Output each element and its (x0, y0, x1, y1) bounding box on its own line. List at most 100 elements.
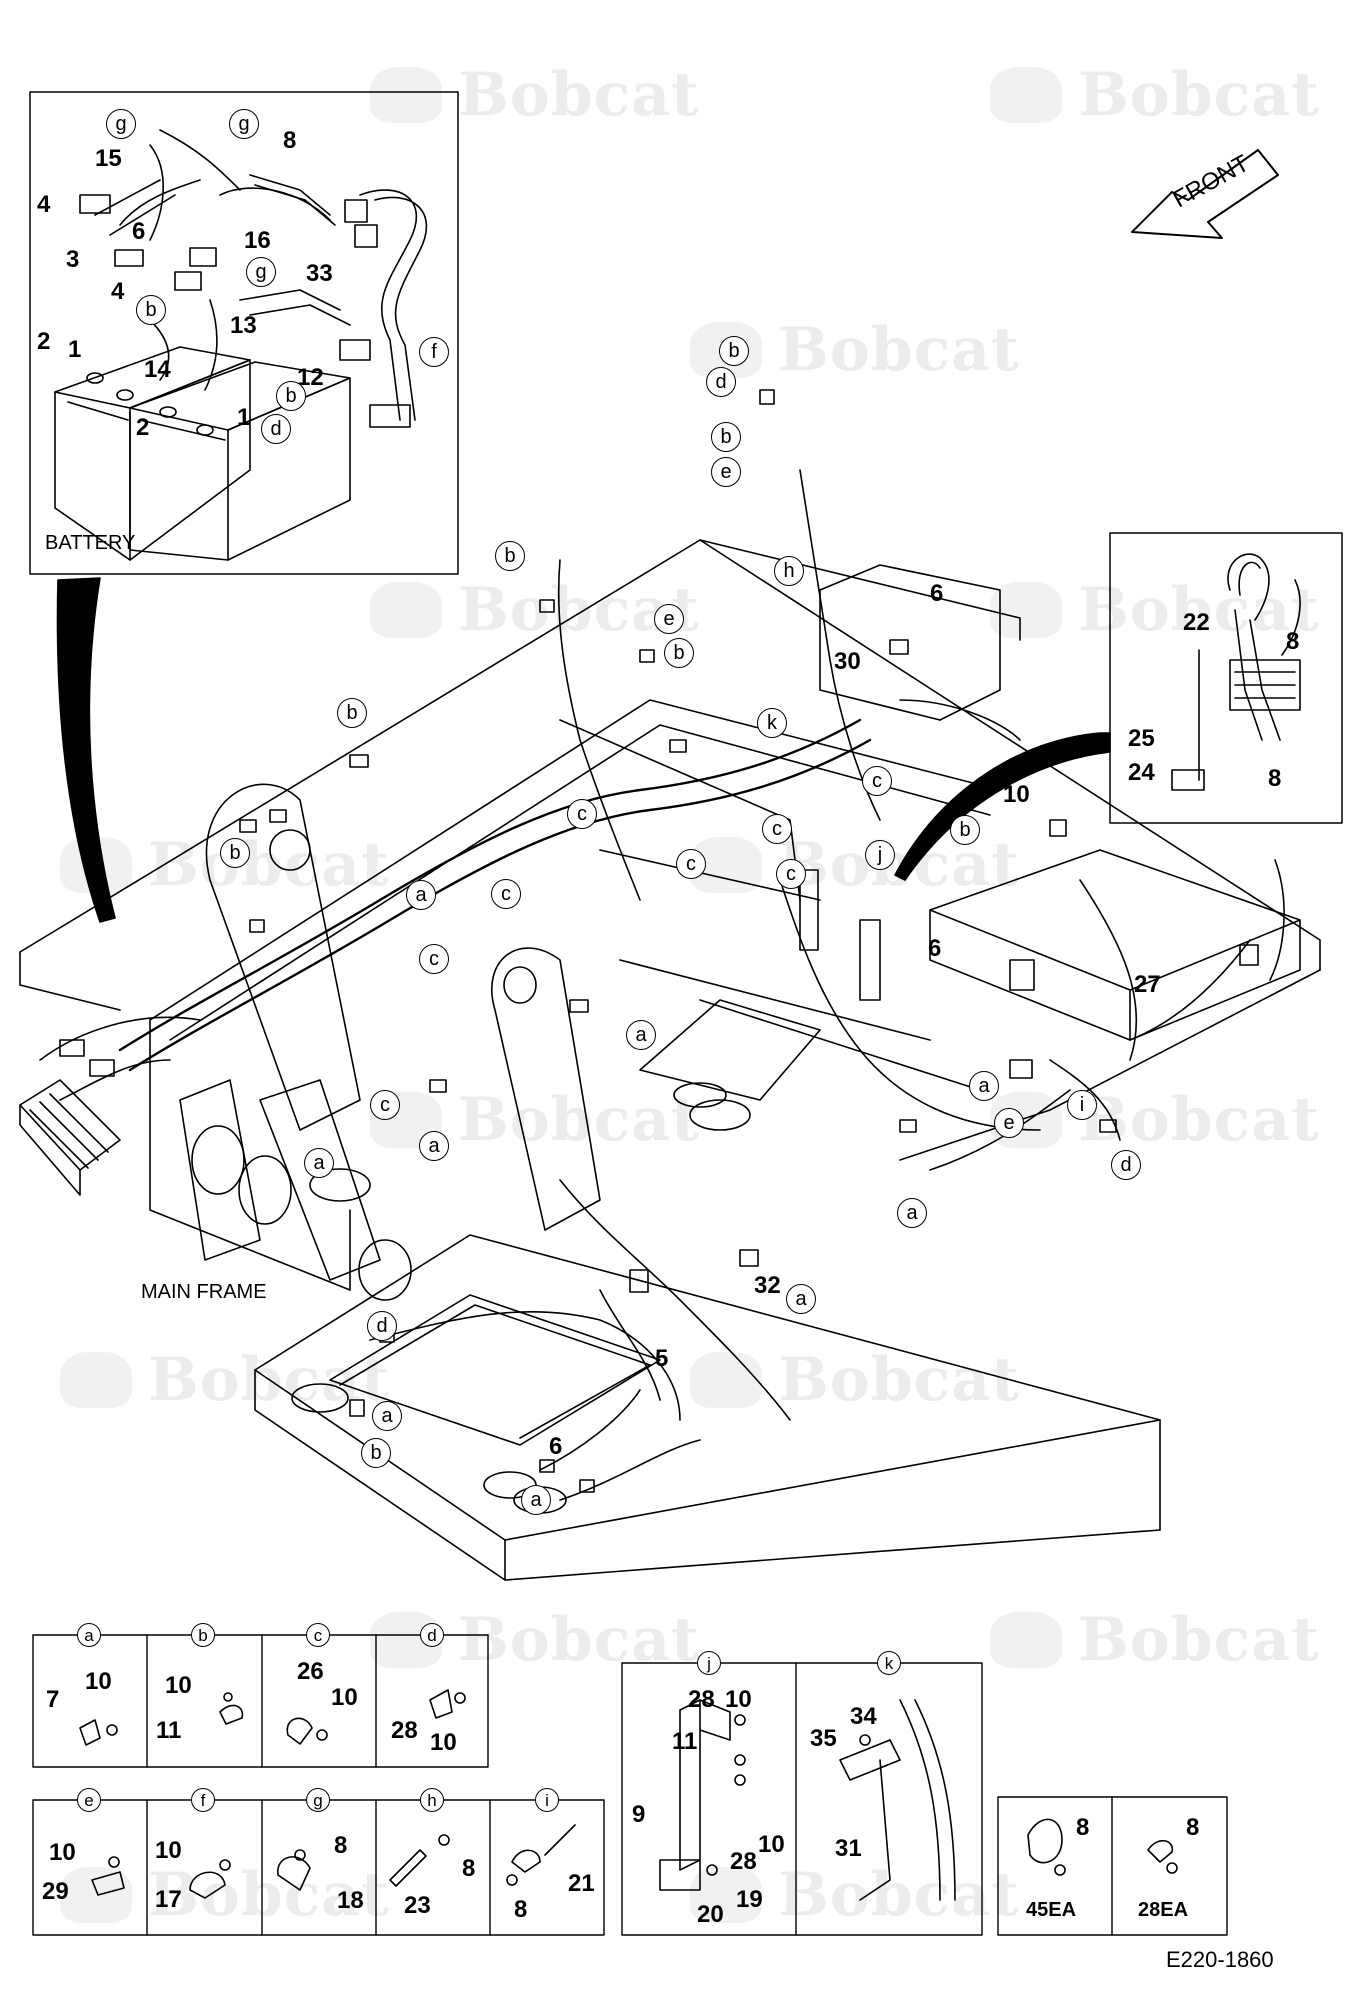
detail-part: 31 (835, 1835, 862, 1862)
callout-number: 1 (237, 404, 251, 431)
detail-part: 10 (758, 1831, 785, 1858)
detail-part: 11 (156, 1717, 182, 1744)
detail-part: 35 (810, 1725, 837, 1752)
detail-letter-e: e (77, 1788, 101, 1812)
watermark: Bobcat (990, 575, 1320, 645)
callout-number: 15 (95, 145, 122, 172)
callout-letter: e (654, 604, 684, 634)
watermark: Bobcat (690, 1860, 1020, 1930)
detail-part: 7 (46, 1686, 60, 1713)
detail-part: 8 (462, 1855, 476, 1882)
detail-part: 34 (850, 1703, 877, 1730)
detail-letter-h: h (420, 1788, 444, 1812)
callout-letter: a (419, 1131, 449, 1161)
detail-part: 28 (391, 1717, 418, 1744)
callout-number: 3 (66, 246, 80, 273)
detail-letter-b: b (191, 1623, 215, 1647)
callout-letter: c (419, 944, 449, 974)
callout-letter: a (969, 1071, 999, 1101)
callout-letter: j (865, 840, 895, 870)
valve-drawing (1171, 553, 1301, 791)
callout-letter: g (246, 257, 276, 287)
detail-part: 10 (49, 1839, 76, 1866)
callout-letter: a (786, 1284, 816, 1314)
callout-number: 32 (754, 1272, 781, 1299)
callout-letter: b (276, 381, 306, 411)
callout-letter: c (762, 814, 792, 844)
callout-number: 6 (928, 935, 942, 962)
clip-part: 8 (1186, 1814, 1200, 1841)
battery-drawing (54, 129, 428, 561)
valve-leader (894, 732, 1111, 881)
callout-number: 6 (549, 1433, 563, 1460)
detail-part: 21 (568, 1870, 595, 1897)
watermark: Bobcat (990, 1605, 1320, 1675)
detail-part: 10 (725, 1686, 752, 1713)
callout-letter: b (337, 698, 367, 728)
callout-letter: c (676, 849, 706, 879)
callout-number: 4 (111, 278, 125, 305)
callout-letter: a (626, 1020, 656, 1050)
callout-number: 8 (1286, 628, 1300, 655)
watermark: Bobcat (370, 60, 700, 130)
callout-letter: b (361, 1438, 391, 1468)
callout-number: 6 (930, 580, 944, 607)
detail-part: 8 (334, 1832, 348, 1859)
watermark: Bobcat (990, 60, 1320, 130)
callout-number: 14 (144, 356, 171, 383)
callout-letter: b (711, 422, 741, 452)
clip-part: 8 (1076, 1814, 1090, 1841)
detail-part: 28 (688, 1686, 715, 1713)
detail-part: 10 (331, 1684, 358, 1711)
watermark: Bobcat (990, 1085, 1320, 1155)
detail-letter-g: g (306, 1788, 330, 1812)
callout-letter: g (229, 109, 259, 139)
callout-letter: b (950, 815, 980, 845)
clip-count: 45EA (1026, 1899, 1077, 1921)
callout-number: 16 (244, 227, 271, 254)
figure-code: E220-1860 (1166, 1947, 1274, 1972)
detail-row-1-frame (32, 1634, 489, 1768)
callout-number: 1 (68, 336, 82, 363)
detail-part: 10 (165, 1672, 192, 1699)
callout-number: 22 (1183, 609, 1210, 636)
detail-part: 10 (155, 1837, 182, 1864)
callout-letter: a (372, 1401, 402, 1431)
main-frame-drawing (19, 389, 1321, 1581)
callout-letter: f (419, 337, 449, 367)
callout-letter: d (367, 1311, 397, 1341)
callout-letter: a (406, 880, 436, 910)
detail-part: 10 (430, 1729, 457, 1756)
callout-letter: e (994, 1108, 1024, 1138)
watermark: Bobcat (60, 1860, 390, 1930)
callout-letter: c (567, 799, 597, 829)
detail-jk-frame (621, 1662, 983, 1936)
callout-number: 2 (136, 414, 150, 441)
callout-letter: b (719, 336, 749, 366)
detail-part: 10 (85, 1668, 112, 1695)
callout-letter: i (1067, 1090, 1097, 1120)
detail-letter-i: i (535, 1788, 559, 1812)
callout-number: 4 (37, 191, 51, 218)
callout-letter: c (776, 859, 806, 889)
callout-letter: d (1111, 1150, 1141, 1180)
callout-letter: k (757, 708, 787, 738)
callout-letter: b (495, 541, 525, 571)
callout-number: 30 (834, 648, 861, 675)
callout-letter: c (862, 766, 892, 796)
callout-letter: c (491, 879, 521, 909)
detail-part: 17 (155, 1886, 182, 1913)
callout-number: 25 (1128, 725, 1155, 752)
detail-letter-c: c (306, 1623, 330, 1647)
watermark: Bobcat (60, 830, 390, 900)
detail-part: 26 (297, 1658, 324, 1685)
callout-letter: g (106, 109, 136, 139)
detail-part: 19 (736, 1886, 763, 1913)
detail-letter-d: d (420, 1623, 444, 1647)
callout-number: 5 (655, 1345, 669, 1372)
watermark: Bobcat (690, 1345, 1020, 1415)
valve-inset-frame (1109, 532, 1343, 824)
detail-part: 11 (672, 1728, 698, 1755)
callout-letter: d (706, 367, 736, 397)
